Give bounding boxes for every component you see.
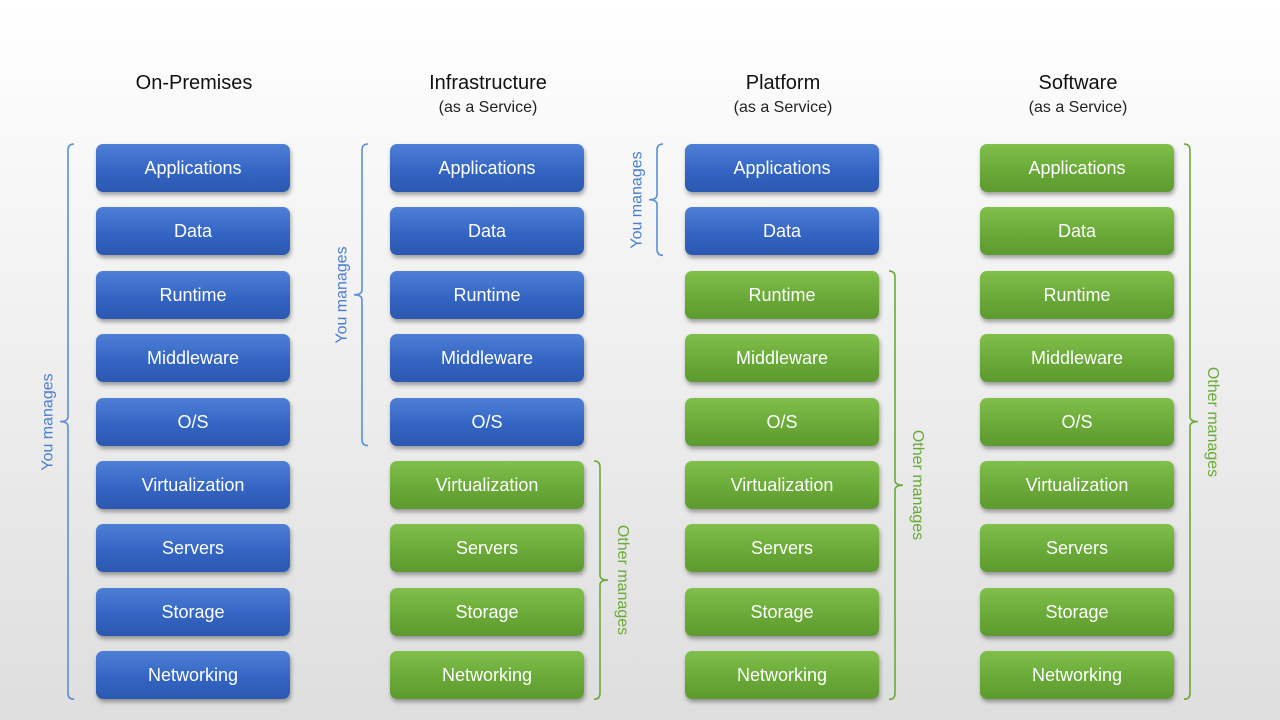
column-title: Platform <box>745 72 821 94</box>
layer-box-networking: Networking <box>685 651 879 700</box>
layer-box-servers: Servers <box>685 524 879 573</box>
you-manages-brace <box>59 143 82 700</box>
layer-box-data: Data <box>685 207 879 256</box>
layer-box-middleware: Middleware <box>96 334 290 383</box>
layer-box-data: Data <box>390 207 584 256</box>
layer-box-middleware: Middleware <box>390 334 584 383</box>
you-manages-label: You manages <box>628 151 646 249</box>
layer-box-virtualization: Virtualization <box>685 461 879 509</box>
layer-box-o-s: O/S <box>980 397 1174 446</box>
layer-box-data: Data <box>96 207 290 256</box>
layer-box-storage: Storage <box>980 587 1174 636</box>
layer-box-applications: Applications <box>685 144 879 192</box>
layer-box-o-s: O/S <box>96 397 290 446</box>
you-manages-label: You manages <box>39 372 57 471</box>
you-manages-brace <box>648 143 671 257</box>
other-manages-brace <box>1183 143 1206 700</box>
you-manages-brace <box>353 143 376 447</box>
layer-box-virtualization: Virtualization <box>390 461 584 509</box>
layer-box-storage: Storage <box>390 587 584 636</box>
layer-box-applications: Applications <box>980 144 1174 192</box>
layer-box-middleware: Middleware <box>685 334 879 383</box>
layer-box-middleware: Middleware <box>980 334 1174 383</box>
column-title: Software <box>1038 72 1118 94</box>
layer-box-virtualization: Virtualization <box>96 461 290 509</box>
layer-box-o-s: O/S <box>685 397 879 446</box>
layer-box-applications: Applications <box>390 144 584 192</box>
layer-box-data: Data <box>980 207 1174 256</box>
other-manages-label: Other manages <box>909 429 927 541</box>
layer-box-applications: Applications <box>96 144 290 192</box>
layer-box-networking: Networking <box>390 651 584 700</box>
layer-box-servers: Servers <box>96 524 290 573</box>
column-subtitle: (as a Service) <box>438 99 538 116</box>
layer-box-storage: Storage <box>96 587 290 636</box>
layer-box-runtime: Runtime <box>980 270 1174 319</box>
layer-box-networking: Networking <box>980 651 1174 700</box>
layer-box-storage: Storage <box>685 587 879 636</box>
column-subtitle: (as a Service) <box>733 99 833 116</box>
layer-box-runtime: Runtime <box>96 270 290 319</box>
column-iaas: Infrastructure (as a Service) Applications… <box>390 0 586 720</box>
column-title: On-Premises <box>135 72 253 94</box>
other-manages-brace <box>593 460 616 700</box>
layer-box-virtualization: Virtualization <box>980 461 1174 509</box>
you-manages-label: You manages <box>333 246 351 344</box>
other-manages-label: Other manages <box>1204 366 1222 477</box>
column-subtitle: (as a Service) <box>1028 99 1128 116</box>
other-manages-brace <box>888 269 911 700</box>
layer-box-o-s: O/S <box>390 397 584 446</box>
column-title: Infrastructure <box>429 72 547 94</box>
layer-box-networking: Networking <box>96 651 290 700</box>
layer-box-runtime: Runtime <box>685 270 879 319</box>
layer-box-servers: Servers <box>980 524 1174 573</box>
layer-box-runtime: Runtime <box>390 270 584 319</box>
other-manages-label: Other manages <box>614 524 632 636</box>
layer-box-servers: Servers <box>390 524 584 573</box>
